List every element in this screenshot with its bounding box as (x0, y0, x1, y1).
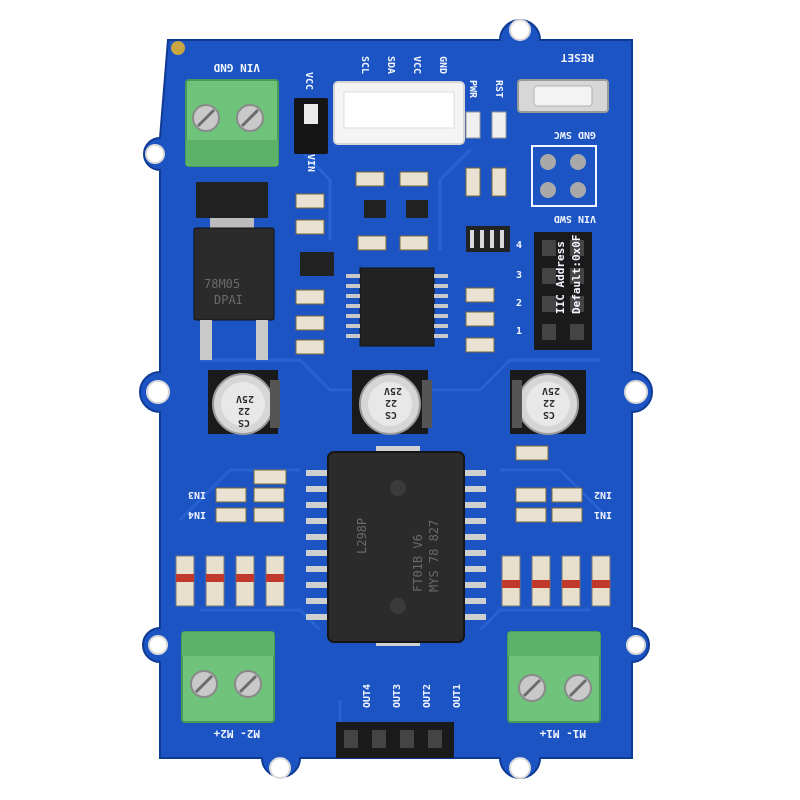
out1-label: OUT1 (452, 684, 463, 708)
driver-origin: MYS 78 827 (427, 520, 441, 592)
out2-label: OUT2 (422, 684, 433, 708)
driver-part-number: L298P (355, 518, 369, 554)
grove-connector[interactable] (333, 81, 465, 145)
capacitor-center-voltage: 25V (384, 385, 402, 396)
address-jumper-block[interactable] (534, 232, 592, 350)
m2-label: M2- M2+ (213, 727, 260, 740)
jumper-number-4: 4 (516, 240, 522, 251)
header-pin-vcc: VCC (411, 56, 422, 74)
regulator-part-number: 78M05 (204, 277, 240, 291)
out3-label: OUT3 (392, 684, 403, 708)
jumper-number-2: 2 (516, 298, 522, 309)
vin-swd-label: VIN SWD (554, 213, 596, 224)
default-address-label: Default:0x0F (570, 235, 583, 314)
capacitor-left-voltage: 25V (236, 393, 254, 404)
resistor-array (466, 226, 510, 252)
vin-label: VIN (305, 154, 316, 172)
voltage-regulator (193, 182, 275, 360)
reset-button[interactable] (517, 79, 609, 113)
output-pin-header[interactable] (336, 722, 454, 758)
iic-address-label: IIC Address (554, 241, 567, 314)
gnd-swc-label: GND SWC (554, 129, 596, 140)
capacitor-right (510, 370, 586, 435)
capacitor-right-voltage: 25V (542, 385, 560, 396)
vcc-label: VCC (303, 72, 314, 90)
transistors (300, 200, 428, 276)
capacitor-right-value: 22 (543, 397, 555, 408)
header-pin-sda: SDA (385, 56, 396, 74)
in1-label: IN1 (594, 509, 612, 520)
capacitor-left-value: 22 (238, 405, 250, 416)
m1-label: M1- M1+ (539, 727, 586, 740)
microcontroller-chip (346, 267, 448, 347)
capacitor-right-brand: CS (543, 409, 555, 420)
motor-terminal-m2 (181, 631, 275, 723)
regulator-sub-label: DPAI (214, 293, 243, 307)
smd-components (215, 167, 583, 523)
motor-terminal-m1 (507, 631, 601, 723)
jumper-number-3: 3 (516, 270, 522, 281)
out4-label: OUT4 (362, 684, 373, 708)
flyback-diodes-right (501, 555, 611, 607)
capacitor-center-value: 22 (385, 397, 397, 408)
swd-pads (531, 145, 597, 207)
driver-code: FT01B V6 (411, 534, 425, 592)
vin-gnd-label: VIN GND (213, 61, 260, 74)
jumper-number-1: 1 (516, 326, 522, 337)
capacitor-left (208, 370, 280, 435)
pwr-label: PWR (467, 80, 478, 99)
power-select-switch[interactable] (294, 98, 328, 154)
header-pin-gnd: GND (437, 56, 448, 74)
reset-label: RESET (561, 51, 594, 64)
in2-label: IN2 (594, 489, 612, 500)
capacitor-left-brand: CS (238, 417, 250, 428)
rst-led (491, 111, 507, 139)
flyback-diodes-left (175, 555, 285, 607)
rst-label: RST (493, 80, 504, 98)
capacitor-center-brand: CS (385, 409, 397, 420)
pwr-led (465, 111, 481, 139)
in3-label: IN3 (188, 489, 206, 500)
in4-label: IN4 (188, 509, 206, 520)
header-pin-scl: SCL (359, 56, 370, 74)
mounting-holes (145, 19, 648, 779)
power-terminal-block (185, 79, 279, 167)
capacitor-center (352, 370, 432, 435)
motor-driver-chip (306, 446, 486, 646)
